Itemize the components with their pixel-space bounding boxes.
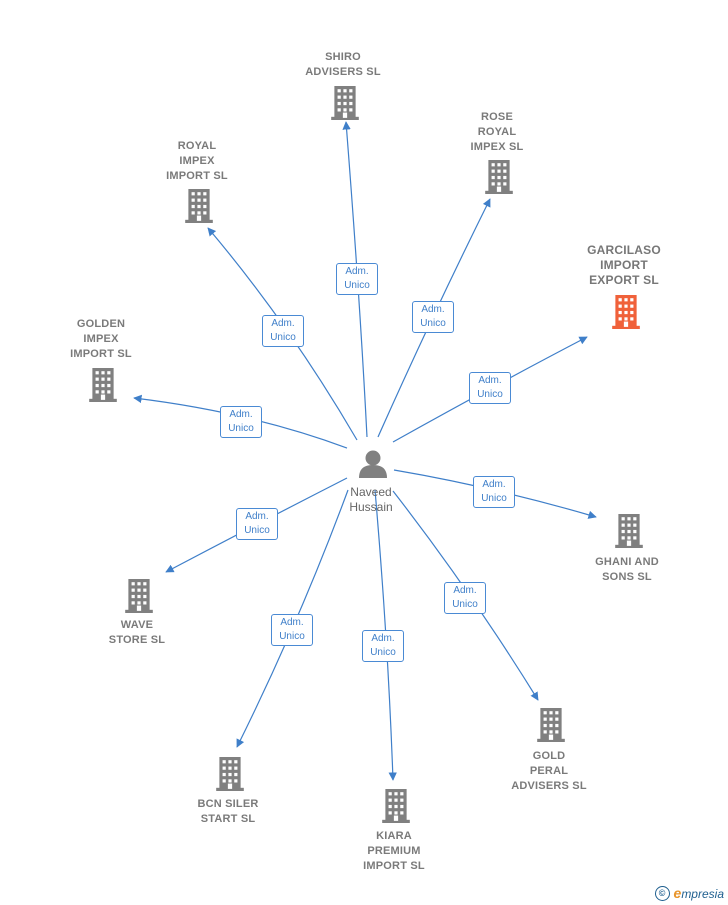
company-label-golden[interactable]: GOLDEN IMPEX IMPORT SL [70,318,132,360]
relation-badge-royal: Adm. Unico [262,315,304,347]
building-icon[interactable] [89,368,117,402]
building-icon[interactable] [331,86,359,120]
company-label-shiro[interactable]: SHIRO ADVISERS SL [305,51,381,78]
building-icon[interactable] [612,295,640,329]
relation-badge-shiro: Adm. Unico [336,263,378,295]
relation-badge-kiara: Adm. Unico [362,630,404,662]
relation-badge-garcilaso: Adm. Unico [469,372,511,404]
building-icon[interactable] [216,757,244,791]
center-person-name[interactable]: Naveed Hussain [349,485,393,514]
company-label-wave[interactable]: WAVE STORE SL [108,619,166,646]
relation-badge-ghani: Adm. Unico [473,476,515,508]
person-icon [359,450,387,478]
relation-badge-golden: Adm. Unico [220,406,262,438]
brand-name: mpresia [681,887,724,901]
company-label-garcilaso[interactable]: GARCILASO IMPORT EXPORT SL [587,243,661,287]
company-label-kiara[interactable]: KIARA PREMIUM IMPORT SL [363,830,425,872]
company-label-ghani[interactable]: GHANI AND SONS SL [595,556,659,583]
relation-badge-gold: Adm. Unico [444,582,486,614]
relation-badge-wave: Adm. Unico [236,508,278,540]
company-label-gold[interactable]: GOLD PERAL ADVISERS SL [511,750,587,792]
building-icon[interactable] [615,514,643,548]
building-icon[interactable] [485,160,513,194]
brand-initial: e [673,885,682,901]
company-label-rose[interactable]: ROSE ROYAL IMPEX SL [470,111,524,153]
building-icon[interactable] [537,708,565,742]
company-label-bcn[interactable]: BCN SILER START SL [197,798,259,825]
building-icon[interactable] [382,789,410,823]
copyright-icon: © [654,885,670,901]
relation-badge-bcn: Adm. Unico [271,614,313,646]
relation-badge-rose: Adm. Unico [412,301,454,333]
building-icon[interactable] [125,579,153,613]
building-icon[interactable] [185,189,213,223]
company-label-royal[interactable]: ROYAL IMPEX IMPORT SL [166,140,228,182]
footer-brand: © empresia [654,885,724,901]
